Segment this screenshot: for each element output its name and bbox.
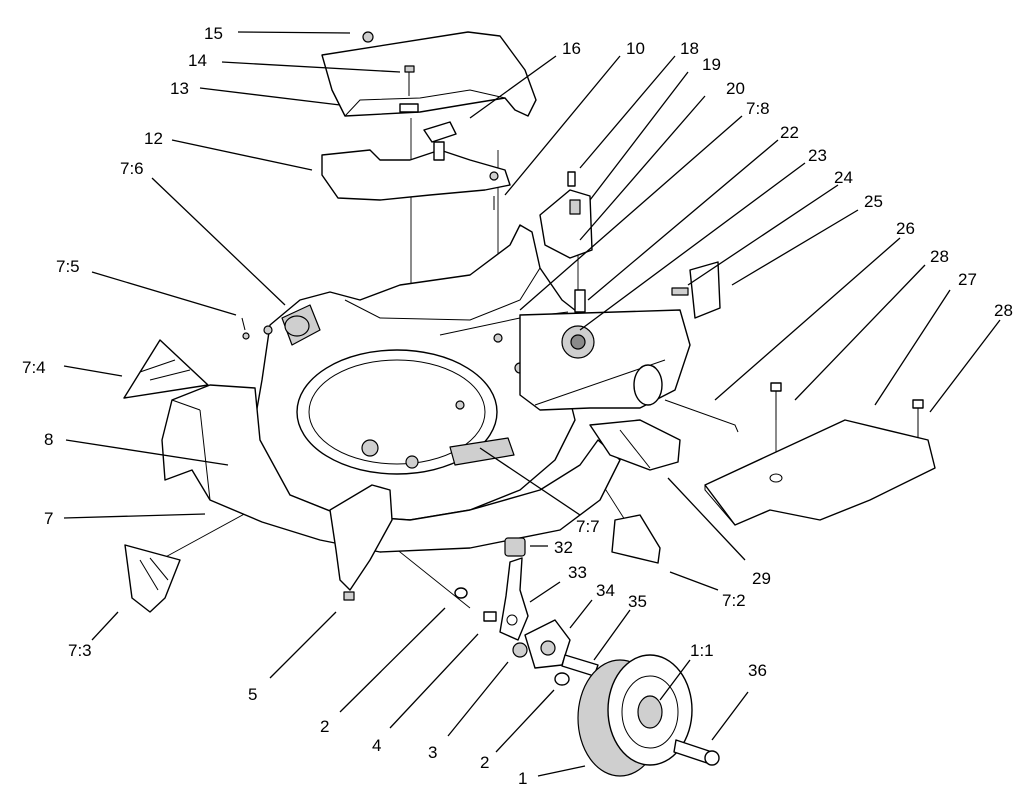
part-wheel-bracket [329,484,393,601]
callout-7-5: 7:5 [56,257,80,276]
callout-13: 13 [170,79,189,98]
part-33-arm [499,557,529,641]
part-34-pivot [524,619,571,669]
callout-12: 12 [144,129,163,148]
part-14-bolt [399,65,419,113]
callout-10: 10 [626,39,645,58]
callout-34: 34 [596,581,615,600]
part-28-bolt-b [912,399,924,438]
callout-2-b: 2 [480,753,489,772]
part-12-bracket [321,141,511,210]
part-4-bolt [483,611,497,622]
callout-8: 8 [44,430,53,449]
part-3-nut [512,642,528,658]
callout-4: 4 [372,736,381,755]
callout-7-7: 7:7 [576,517,600,536]
part-32-nut [504,537,526,557]
callout-16: 16 [562,39,581,58]
callout-7-2: 7:2 [722,591,746,610]
callout-14: 14 [188,51,207,70]
callout-32: 32 [554,538,573,557]
callout-23: 23 [808,146,827,165]
part-2-washer-a [454,587,468,599]
part-24-bracket [671,261,721,319]
callout-20: 20 [726,79,745,98]
callout-36: 36 [748,661,767,680]
part-13-cover [321,31,537,117]
parts-drawing [123,31,936,777]
callout-2-a: 2 [320,717,329,736]
callout-27: 27 [958,270,977,289]
part-35-bolt [561,654,599,677]
part-7-3-baffle [124,544,181,613]
part-1-wheel [577,654,693,777]
callout-1-1: 1:1 [690,641,714,660]
callout-7-3: 7:3 [68,641,92,660]
part-8-deck [254,224,586,521]
part-7-4-baffle [123,339,209,399]
callout-5: 5 [248,685,257,704]
callout-33: 33 [568,563,587,582]
part-7-skirt [161,384,621,553]
part-27-plate [704,419,936,526]
callout-24: 24 [834,168,853,187]
callout-7-6: 7:6 [120,159,144,178]
callout-22: 22 [780,123,799,142]
callout-29: 29 [752,569,771,588]
part-15-screw [362,31,374,43]
callout-labels: 15 14 13 16 10 18 19 20 7:8 22 23 24 25 … [22,24,1013,788]
part-26-rod [664,399,739,433]
part-2-washer-b [554,672,570,686]
callout-28-b: 28 [994,301,1013,320]
callout-7: 7 [44,509,53,528]
callout-15: 15 [204,24,223,43]
leader-lines [63,31,1001,777]
part-16-clip [423,121,457,143]
callout-18: 18 [680,39,699,58]
callout-26: 26 [896,219,915,238]
part-7-5-screw [241,317,250,340]
callout-35: 35 [628,592,647,611]
part-29-flap [589,419,681,471]
callout-19: 19 [702,55,721,74]
part-19-bracket [539,171,593,313]
part-28-bolt-a [770,382,782,420]
part-36-bolt [673,739,720,766]
callout-1: 1 [518,769,527,788]
part-rear-rail [519,309,691,411]
callout-25: 25 [864,192,883,211]
callout-7-4: 7:4 [22,358,46,377]
part-7-2-bracket [611,514,661,564]
callout-7-8: 7:8 [746,99,770,118]
callout-3: 3 [428,743,437,762]
callout-28-a: 28 [930,247,949,266]
